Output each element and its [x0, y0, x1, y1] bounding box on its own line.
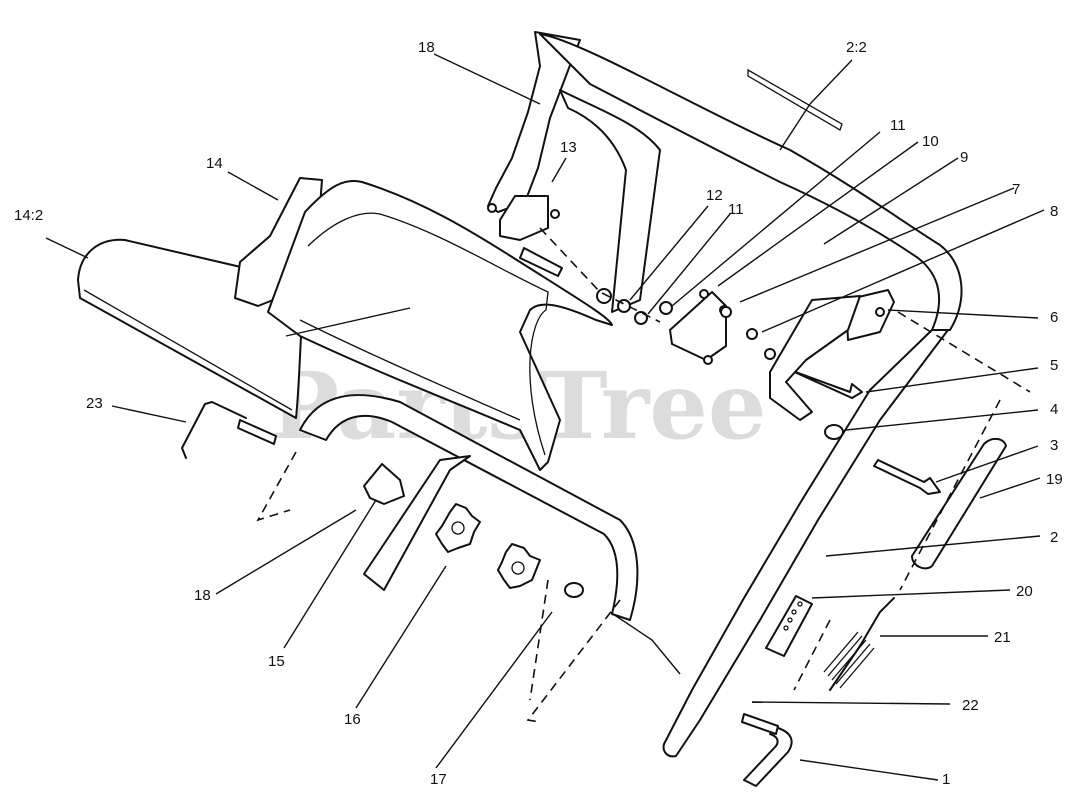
part-20-adjust-plate[interactable] [765, 595, 813, 657]
callout-18-bottom: 18 [194, 587, 211, 604]
part-1-lock-rod[interactable] [743, 727, 793, 787]
part-13-bracket-plate[interactable] [487, 195, 563, 277]
callout-11-upper: 11 [890, 117, 906, 134]
callout-17: 17 [430, 771, 447, 788]
part-17-star-knob[interactable] [497, 543, 584, 598]
callout-23: 23 [86, 395, 103, 412]
callout-4: 4 [1050, 401, 1058, 418]
leader-lines [45, 53, 1045, 781]
callout-14: 14 [206, 155, 223, 172]
callout-11-lower: 11 [728, 201, 744, 218]
callout-1: 1 [942, 771, 950, 788]
part-2-2-upper-handle[interactable] [539, 33, 963, 331]
callout-12: 12 [706, 187, 723, 204]
part-3-bolt[interactable] [873, 459, 941, 495]
callout-13: 13 [560, 139, 577, 156]
callout-16: 16 [344, 711, 361, 728]
part-side-bracket[interactable] [769, 295, 861, 421]
callout-6: 6 [1050, 309, 1058, 326]
callout-2-2: 2:2 [846, 39, 867, 56]
callout-3: 3 [1050, 437, 1058, 454]
callout-14-2: 14:2 [14, 207, 43, 224]
callout-19: 19 [1046, 471, 1063, 488]
callout-9: 9 [960, 149, 968, 166]
callout-2: 2 [1050, 529, 1058, 546]
callout-7: 7 [1012, 181, 1020, 198]
callout-20: 20 [1016, 583, 1033, 600]
callout-labels: 18 13 14 14:2 2:2 12 11 11 10 9 7 8 6 5 … [14, 39, 1063, 788]
part-22-pin[interactable] [741, 713, 779, 735]
part-14-upper-panel-frame[interactable] [234, 177, 613, 471]
part-2-lower-handle-tube[interactable] [662, 311, 1031, 758]
part-5-bolt[interactable] [789, 369, 863, 399]
callout-21: 21 [994, 629, 1011, 646]
part-slotted-strap[interactable] [363, 455, 471, 591]
part-lower-u-handle[interactable] [256, 394, 681, 723]
part-21-spring[interactable] [793, 597, 895, 691]
callout-10: 10 [922, 133, 939, 150]
callout-5: 5 [1050, 357, 1058, 374]
callout-8: 8 [1050, 203, 1058, 220]
hardware-12-11-10[interactable] [539, 227, 673, 325]
part-23-lock-rod[interactable] [181, 401, 277, 459]
callout-22: 22 [962, 697, 979, 714]
part-15-clamp[interactable] [363, 463, 405, 505]
part-19-grip-tube[interactable] [911, 438, 1007, 570]
callout-15: 15 [268, 653, 285, 670]
part-16-star-knob[interactable] [435, 503, 481, 553]
callout-18-top: 18 [418, 39, 435, 56]
